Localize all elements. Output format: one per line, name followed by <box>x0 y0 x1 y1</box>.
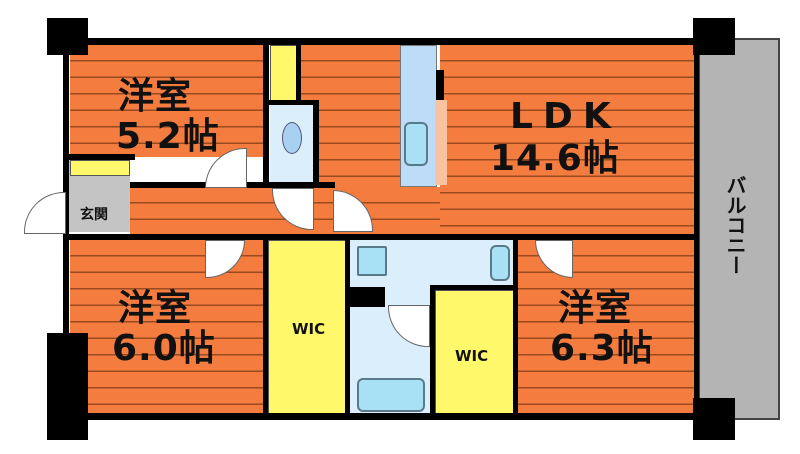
ldk-size: 14.6帖 <box>490 138 620 179</box>
corner-br <box>693 398 735 440</box>
wall-block <box>350 287 385 307</box>
wall-v1 <box>263 45 269 185</box>
sink-icon <box>404 122 428 166</box>
wall-v2 <box>296 45 301 105</box>
wall-right <box>694 45 699 415</box>
western2-name: 洋室 <box>118 288 193 329</box>
ldk-name: LDK <box>510 96 621 137</box>
wall-v6 <box>430 285 435 415</box>
wall-v4 <box>263 240 268 415</box>
ldk-room <box>440 45 695 237</box>
western-room-6-0 <box>70 240 265 413</box>
western1-name: 洋室 <box>118 76 193 117</box>
western1-size: 5.2帖 <box>116 116 220 157</box>
western2-size: 6.0帖 <box>112 328 216 369</box>
shoe-box <box>70 160 130 176</box>
closet <box>270 45 298 103</box>
door-entrance[interactable] <box>24 192 66 234</box>
wall-bottom <box>50 413 720 420</box>
corner-tl <box>47 18 88 55</box>
wall-h3 <box>263 100 319 105</box>
door-western1[interactable] <box>205 148 247 188</box>
balcony: バルコニー <box>698 38 780 420</box>
wall-h4 <box>430 285 515 290</box>
wall-mid-h <box>63 234 698 240</box>
corner-tr <box>693 18 735 55</box>
washer-icon <box>490 245 510 281</box>
wic-2-label: WIC <box>455 347 489 365</box>
wall-h1 <box>63 154 135 160</box>
bathtub-icon <box>357 378 425 412</box>
balcony-label: バルコニー <box>723 175 747 275</box>
entrance-label: 玄関 <box>80 207 108 223</box>
wall-v5 <box>345 240 350 415</box>
western3-name: 洋室 <box>558 288 633 329</box>
corner-bl <box>47 333 88 440</box>
wall-top <box>50 38 720 45</box>
wic-1-label: WIC <box>292 320 326 338</box>
wall-kitchen <box>436 70 444 100</box>
washbasin-icon <box>357 246 387 276</box>
wall-v3 <box>313 100 319 186</box>
wall-left <box>63 45 69 415</box>
wall-v7 <box>513 240 518 415</box>
western3-size: 6.3帖 <box>550 328 654 369</box>
western-room-5-2 <box>70 45 268 157</box>
toilet-icon <box>282 122 302 154</box>
kitchen-floor <box>435 100 447 185</box>
